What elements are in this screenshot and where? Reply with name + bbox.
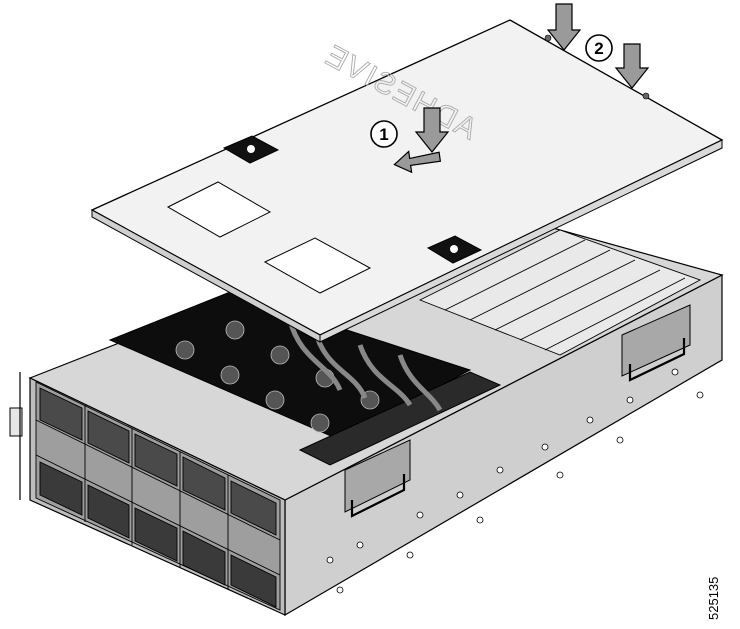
- side-handle-front: [344, 439, 411, 518]
- front-drive-bays: [35, 381, 281, 611]
- press-down-arrow-2: [614, 43, 650, 89]
- server-chassis: [9, 204, 724, 617]
- rear-riser-slots: [418, 229, 702, 356]
- callout-2: 2: [585, 34, 613, 62]
- slide-back-arrow: [393, 150, 442, 174]
- callout-1: 1: [370, 120, 398, 148]
- cover-label-left: [166, 181, 272, 238]
- callout-1-label: 1: [379, 125, 388, 144]
- fan-modules: [108, 291, 502, 466]
- press-down-arrow-3: [414, 107, 450, 153]
- chassis-side-holes: [326, 368, 704, 594]
- cover-label-right: [263, 237, 372, 294]
- side-handle-rear: [621, 304, 691, 382]
- cover-screw-1: [544, 34, 552, 42]
- front-left-handle: [9, 407, 23, 437]
- cover-screw-2: [642, 92, 650, 100]
- top-cover: ADHESIVE: [90, 19, 724, 343]
- cover-latch-pad-1: [222, 135, 280, 164]
- callout-2-label: 2: [594, 39, 603, 58]
- cover-latch-pad-2: [426, 235, 483, 264]
- figure-id: 525135: [706, 576, 721, 620]
- press-down-arrow-1: [546, 3, 582, 51]
